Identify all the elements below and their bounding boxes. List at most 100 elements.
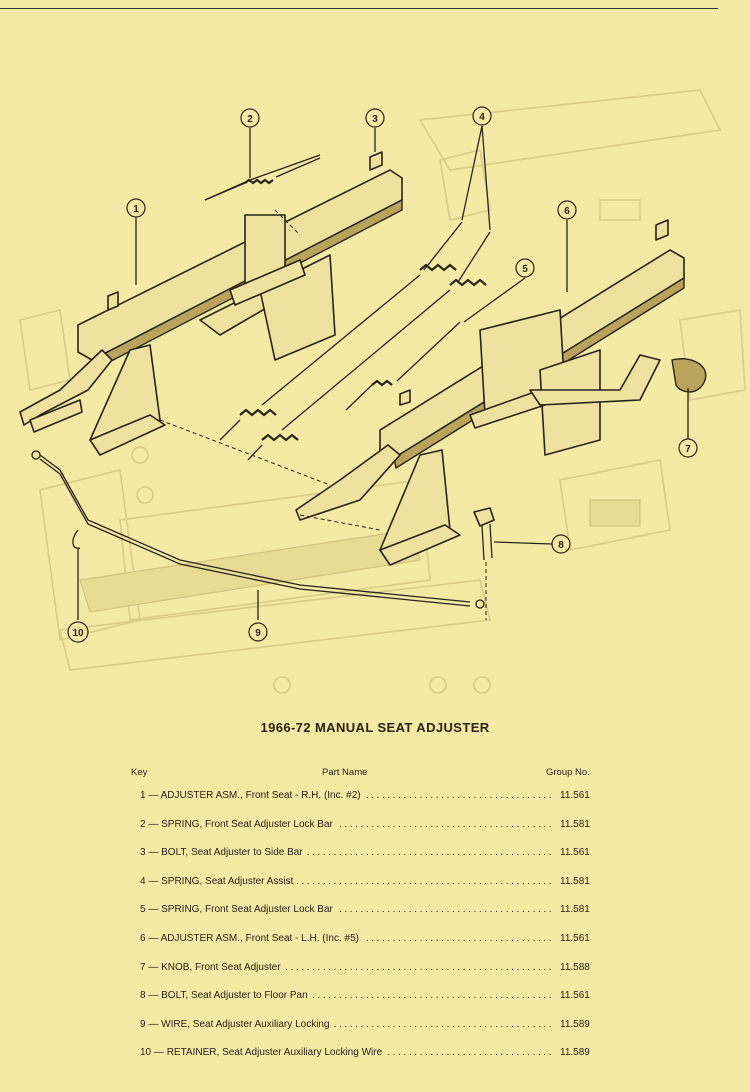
row-part-name: RETAINER, Seat Adjuster Auxiliary Lockin… [166, 1047, 383, 1059]
row-label: ........................................… [140, 847, 552, 859]
header-key: Key [131, 767, 148, 778]
row-group-no: 11.561 [560, 847, 590, 859]
row-part-name: SPRING, Front Seat Adjuster Lock Bar [161, 904, 333, 916]
page-title: 1966-72 MANUAL SEAT ADJUSTER [260, 720, 490, 735]
row-label: ........................................… [140, 1047, 552, 1059]
callout-3: 3 [365, 108, 385, 128]
svg-text:7: 7 [685, 444, 691, 455]
svg-text:10: 10 [72, 628, 84, 639]
row-label: ........................................… [140, 904, 552, 916]
row-group-no: 11.561 [560, 790, 590, 801]
dot-leader: ........................................… [140, 990, 552, 1002]
svg-text:3: 3 [372, 114, 378, 125]
row-key: 9 [140, 1018, 146, 1030]
row-group-no: 11.589 [560, 1047, 590, 1059]
header-part-name: Part Name [322, 767, 368, 778]
parts-list-row: ........................................… [140, 961, 610, 976]
row-label: ........................................… [140, 790, 552, 801]
row-separator: — [145, 933, 161, 944]
dot-leader: ........................................… [140, 818, 552, 830]
row-part-name: WIRE, Seat Adjuster Auxiliary Locking [161, 1018, 330, 1030]
row-label: ........................................… [140, 933, 552, 944]
rh-adjuster [19, 151, 403, 456]
dot-leader: ........................................… [140, 1018, 552, 1030]
parts-list-row: ........................................… [140, 790, 610, 804]
parts-list-row: ........................................… [140, 818, 610, 833]
callout-2: 2 [240, 108, 260, 128]
row-separator: — [145, 904, 162, 916]
row-label: ........................................… [140, 990, 552, 1002]
leader-lines [77, 125, 689, 620]
row-part-name: ADJUSTER ASM., Front Seat - R.H. (Inc. #… [160, 790, 361, 801]
dot-leader: ........................................… [140, 875, 552, 887]
row-separator: — [145, 875, 162, 887]
row-label: ........................................… [140, 875, 552, 887]
row-key: 1 [140, 790, 146, 801]
svg-text:6: 6 [564, 206, 570, 217]
row-part-name: KNOB, Front Seat Adjuster [161, 961, 281, 973]
callout-10: 10 [67, 621, 89, 643]
row-separator: — [145, 790, 161, 801]
parts-list-row: ........................................… [140, 1018, 610, 1033]
parts-list-row: ........................................… [140, 847, 610, 861]
parts-list-row: ........................................… [140, 875, 610, 890]
seat-adjuster-diagram: 1 2 3 4 5 6 7 8 9 10 [19, 89, 746, 694]
dot-leader: ........................................… [140, 961, 552, 973]
svg-text:1: 1 [133, 204, 139, 215]
svg-text:9: 9 [255, 628, 261, 639]
parts-list-row: ........................................… [140, 990, 610, 1004]
auxiliary-wire [31, 450, 485, 609]
row-key: 4 [140, 875, 146, 887]
top-rule [0, 8, 718, 9]
svg-text:4: 4 [479, 112, 485, 123]
svg-text:2: 2 [247, 114, 253, 125]
parts-list-row: ........................................… [140, 933, 610, 947]
callout-4: 4 [472, 106, 492, 126]
svg-text:5: 5 [522, 264, 528, 275]
row-key: 10 [140, 1047, 152, 1059]
row-label: ........................................… [140, 1018, 552, 1030]
row-group-no: 11.581 [560, 818, 590, 830]
row-part-name: BOLT, Seat Adjuster to Floor Pan [161, 990, 308, 1002]
callouts: 1 2 3 4 5 6 7 8 9 10 [67, 106, 698, 643]
row-key: 8 [140, 990, 146, 1002]
row-group-no: 11.581 [560, 904, 590, 916]
parts-list-row: ........................................… [140, 1047, 610, 1061]
row-key: 2 [140, 818, 146, 830]
lh-adjuster [295, 219, 707, 566]
row-group-no: 11.581 [560, 875, 590, 887]
row-part-name: SPRING, Front Seat Adjuster Lock Bar [161, 818, 333, 830]
row-part-name: SPRING, Seat Adjuster Assist [161, 875, 294, 887]
row-part-name: ADJUSTER ASM., Front Seat - L.H. (Inc. #… [160, 933, 359, 944]
row-key: 6 [140, 933, 146, 944]
row-group-no: 11.561 [560, 933, 590, 944]
row-group-no: 11.589 [560, 1018, 590, 1030]
row-key: 7 [140, 961, 146, 973]
dot-leader: ........................................… [140, 904, 552, 916]
row-separator: — [145, 1018, 162, 1030]
row-separator: — [145, 990, 162, 1002]
callout-6: 6 [557, 200, 577, 220]
dot-leader: ........................................… [140, 847, 552, 859]
callout-7: 7 [678, 438, 698, 458]
row-separator: — [151, 1047, 167, 1059]
header-group-no: Group No. [546, 767, 590, 778]
callout-1: 1 [126, 198, 146, 218]
row-key: 3 [140, 847, 146, 859]
callout-8: 8 [551, 534, 571, 554]
row-group-no: 11.561 [560, 990, 590, 1002]
row-key: 5 [140, 904, 146, 916]
svg-text:8: 8 [558, 540, 564, 551]
row-part-name: BOLT, Seat Adjuster to Side Bar [161, 847, 303, 859]
row-label: ........................................… [140, 818, 552, 830]
callout-9: 9 [248, 622, 268, 642]
row-separator: — [145, 847, 162, 859]
parts-list-row: ........................................… [140, 904, 610, 918]
row-separator: — [145, 818, 162, 830]
bolt-8 [473, 507, 495, 620]
row-separator: — [145, 961, 162, 973]
row-label: ........................................… [140, 961, 552, 973]
row-group-no: 11.588 [560, 961, 590, 973]
callout-5: 5 [515, 258, 535, 278]
springs [204, 157, 491, 461]
